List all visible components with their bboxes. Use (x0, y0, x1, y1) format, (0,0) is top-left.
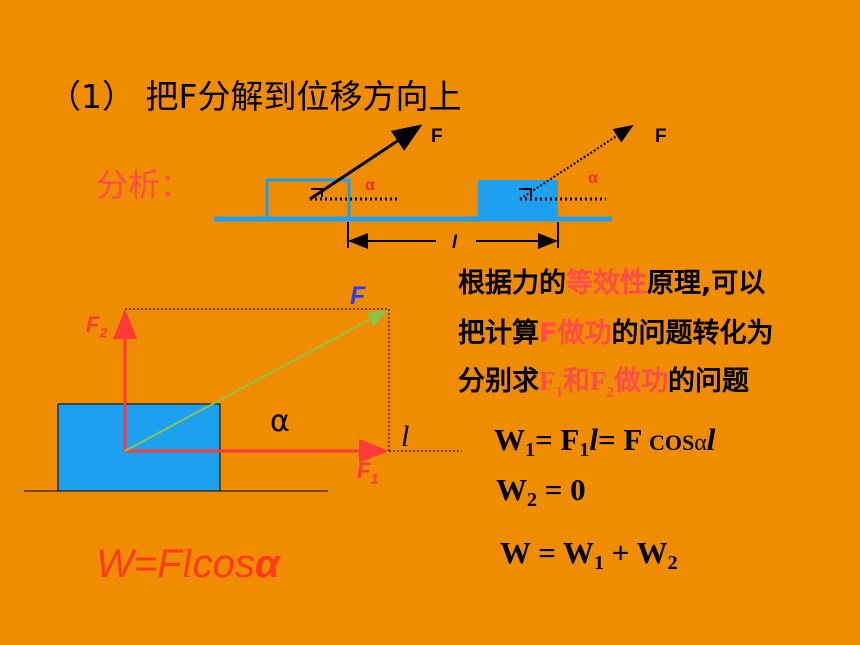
left-force-label: F (431, 126, 443, 147)
slide-title: （1） 把F分解到位移方向上 (48, 77, 462, 116)
equation-w-total: W = W1 + W2 (500, 535, 678, 574)
angle-label-lower: α (270, 404, 290, 439)
left-box-outline (265, 178, 351, 220)
right-force-label: F (655, 126, 667, 147)
left-angle-hook (311, 188, 323, 197)
analysis-label: 分析： (96, 166, 193, 204)
right-angle-hook (519, 188, 532, 197)
description-line-1: 根据力的等效性原理,可以 (458, 268, 766, 299)
f2-label: F2 (86, 312, 108, 341)
left-force-arrow (309, 124, 423, 201)
description-line-3: 分别求F1和F2做功的问题 (458, 366, 749, 401)
displacement-label-lower: l (401, 420, 410, 453)
equation-w1: W1= F1l= F COSαl (494, 422, 716, 461)
right-box-filled (478, 180, 558, 218)
f1-label: F1 (357, 458, 379, 487)
f-label: F (350, 282, 366, 310)
f-vector (124, 310, 388, 452)
lower-box (57, 403, 221, 492)
description-line-2: 把计算F做功的问题转化为 (458, 318, 774, 349)
right-force-arrow (519, 124, 634, 200)
displacement-label-top: l (452, 232, 458, 252)
left-angle-label: α (365, 177, 375, 194)
right-angle-label: α (588, 170, 598, 187)
work-formula: W=Flcosα (96, 541, 280, 586)
equation-w2: W2 = 0 (496, 472, 586, 511)
